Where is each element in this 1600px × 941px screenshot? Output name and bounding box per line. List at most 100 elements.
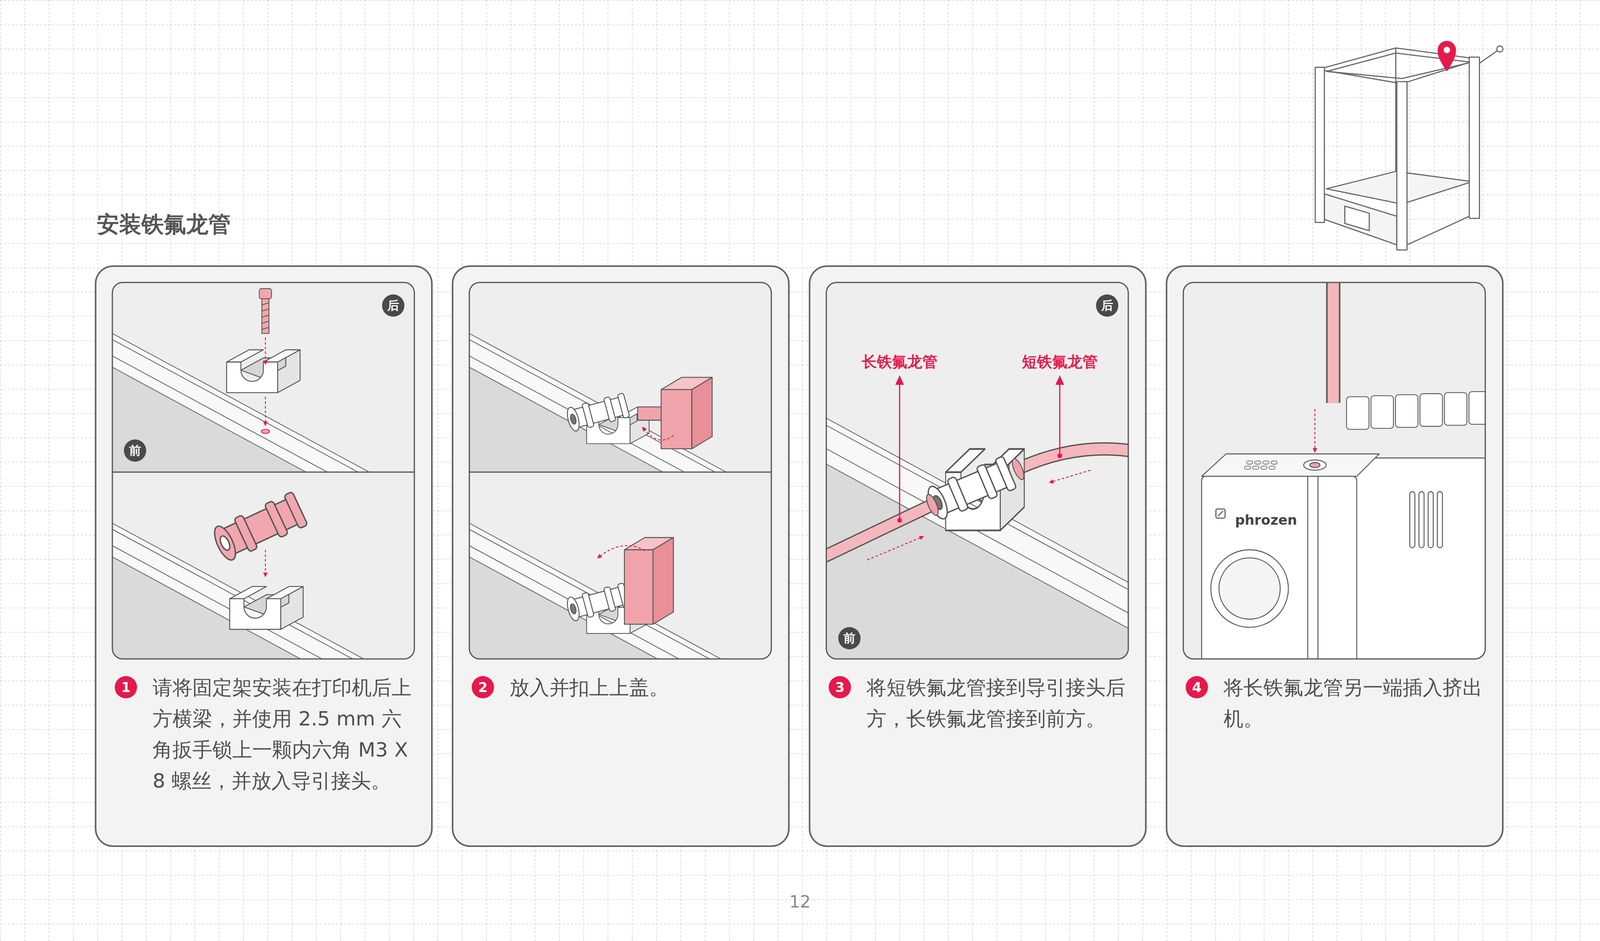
extruder	[1215, 509, 1226, 519]
screw-hole	[261, 429, 270, 434]
rail	[112, 333, 370, 473]
view-badge: 前	[123, 439, 147, 462]
extruder	[1201, 476, 1357, 659]
picture-frame	[469, 471, 772, 473]
screw	[261, 315, 269, 318]
step1-illustration	[112, 288, 370, 659]
screw	[259, 288, 272, 299]
printer-icon	[1479, 49, 1500, 64]
holder-bracket	[229, 586, 304, 630]
callout-number-text: 2	[478, 680, 488, 695]
printer-icon	[1315, 40, 1503, 250]
picture-frame	[826, 282, 1129, 659]
extruder	[1268, 466, 1275, 470]
step3-illustration	[826, 375, 1129, 659]
guide-arrow	[866, 536, 924, 561]
screw	[261, 309, 269, 312]
extruder	[1246, 460, 1253, 465]
step1-illustration	[112, 288, 370, 659]
cable-chain	[1444, 392, 1467, 426]
printer-icon	[1396, 81, 1408, 251]
lid	[624, 537, 674, 625]
ptfe-tube	[1332, 282, 1334, 403]
guide-arrow	[264, 549, 266, 577]
cable-chain	[1346, 391, 1486, 430]
panel-ground	[808, 265, 1147, 848]
view-badge: 后	[382, 294, 405, 317]
guide-connector	[924, 456, 1017, 522]
callout-number: 2	[471, 676, 495, 699]
cable-chain	[1468, 391, 1486, 425]
rail	[826, 418, 1129, 583]
guide-connector	[565, 393, 630, 433]
ptfe-tube	[1327, 282, 1339, 403]
rail	[469, 333, 727, 473]
view-badge: 后	[1096, 294, 1119, 317]
extruder	[1201, 453, 1486, 659]
ptfe-tube	[826, 503, 935, 559]
panel-ground	[451, 265, 790, 848]
step-panel: 将短铁氟龙管接到导引接头后方，长铁氟龙管接到前方。后前3	[808, 265, 1147, 848]
rail	[469, 355, 685, 473]
guide-connector	[565, 582, 630, 622]
printer-icon	[1315, 67, 1325, 223]
extruder	[1260, 466, 1267, 470]
step-text: 请将固定架安装在打印机后上方横梁，并使用 2.5 mm 六角扳手锁上一颗内六角 …	[152, 672, 417, 797]
view-badge-text: 后	[387, 299, 400, 312]
guide-arrow	[1314, 409, 1316, 453]
callout-number-text: 1	[121, 680, 131, 695]
part-label: 短铁氟龙管	[1021, 353, 1098, 371]
step4-illustration	[1201, 282, 1486, 659]
screw	[261, 321, 269, 324]
page-number: 12	[789, 892, 811, 912]
guide-arrow	[264, 396, 266, 426]
rail	[469, 339, 716, 473]
rail	[112, 333, 370, 473]
page-title: 安装铁氟龙管	[96, 209, 231, 240]
lid	[624, 549, 653, 625]
cable-chain	[1370, 395, 1394, 429]
rail	[469, 367, 664, 473]
extruder	[1317, 476, 1319, 659]
leader-line	[899, 382, 901, 521]
lid	[691, 377, 712, 449]
cable-chain	[1395, 394, 1418, 428]
leader-line	[895, 375, 1065, 523]
screw	[261, 302, 269, 305]
picture-ground	[112, 282, 1486, 659]
callout-number-text: 3	[835, 680, 845, 695]
ptfe-tube	[826, 503, 935, 559]
tube-collar	[924, 492, 941, 517]
rail	[112, 333, 370, 473]
extruder	[1307, 476, 1308, 659]
picture-frame	[112, 282, 415, 659]
view-badge-text: 前	[843, 632, 856, 645]
extruder	[1254, 460, 1261, 465]
rail	[469, 523, 727, 659]
rail	[112, 339, 359, 473]
rail	[469, 333, 727, 473]
panel-ground	[94, 265, 1504, 848]
step-panel: 请将固定架安装在打印机后上方横梁，并使用 2.5 mm 六角扳手锁上一颗内六角 …	[94, 265, 433, 848]
rail	[469, 529, 716, 659]
rail	[112, 556, 307, 659]
extruder	[1210, 549, 1289, 628]
picture-frame	[1183, 282, 1486, 659]
extruder	[1219, 557, 1281, 620]
view-badge-text: 后	[1101, 299, 1114, 312]
rail	[469, 333, 727, 473]
printer-icon	[1407, 216, 1470, 246]
guide-arrow	[264, 337, 266, 426]
lid	[652, 537, 674, 625]
callout-number: 3	[828, 676, 851, 699]
step2-illustration	[469, 333, 727, 659]
ptfe-tube	[1019, 449, 1129, 469]
extruder	[1270, 460, 1277, 465]
step4-illustration	[1201, 282, 1486, 659]
guide-arrow	[1049, 470, 1091, 483]
guide-arrow	[598, 545, 646, 558]
